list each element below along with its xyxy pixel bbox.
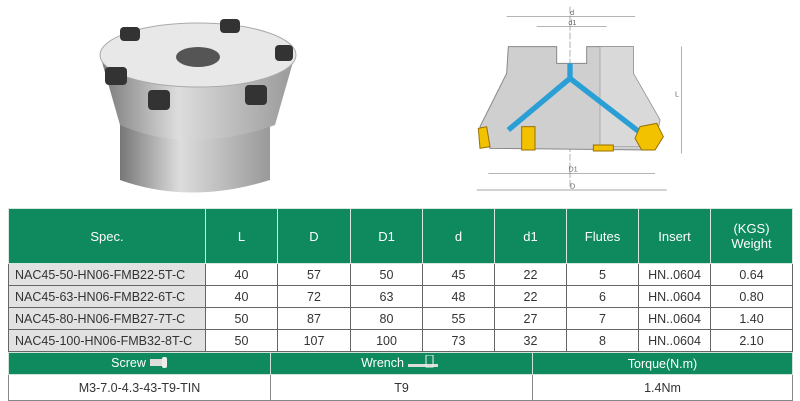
value-cell: 32 [494, 329, 567, 352]
wrench-icon [407, 354, 442, 372]
value-cell: HN..0604 [638, 285, 711, 308]
value-cell: 22 [494, 285, 567, 308]
header-flutes: Flutes [566, 208, 639, 264]
value-cell: 1.40 [710, 307, 793, 330]
header-d1-outer: D1 [350, 208, 423, 264]
value-cell: 100 [350, 329, 423, 352]
value-cell: 40 [205, 263, 278, 286]
value-cell: 57 [277, 263, 351, 286]
value-cell: HN..0604 [638, 329, 711, 352]
spec-table: Spec. L D D1 d d1 Flutes Insert (KGS)Wei… [8, 208, 793, 352]
value-cell: 7 [566, 307, 639, 330]
header-wrench: Wrench [270, 352, 533, 375]
header-l: L [205, 208, 278, 264]
label-d1: d1 [568, 18, 576, 27]
label-d1-lower: D1 [568, 165, 577, 174]
milling-cutter-photo [99, 19, 297, 193]
value-cell: HN..0604 [638, 307, 711, 330]
screw-value: M3-7.0-4.3-43-T9-TIN [8, 374, 271, 401]
screw-icon [149, 356, 168, 371]
header-d-bore: d [422, 208, 495, 264]
header-spec: Spec. [8, 208, 206, 264]
value-cell: 50 [350, 263, 423, 286]
label-d: d [570, 8, 574, 17]
value-cell: HN..0604 [638, 263, 711, 286]
accessory-table: Screw Wrench Torque(N.m) M3-7.0-4.3-43-T… [8, 352, 793, 401]
value-cell: 5 [566, 263, 639, 286]
spec-cell: NAC45-63-HN06-FMB22-6T-C [8, 285, 206, 308]
value-cell: 48 [422, 285, 495, 308]
header-insert: Insert [638, 208, 711, 264]
header-screw: Screw [8, 352, 271, 375]
value-cell: 40 [205, 285, 278, 308]
header-d-outer: D [277, 208, 351, 264]
value-cell: 55 [422, 307, 495, 330]
label-D: D [570, 181, 575, 190]
value-cell: 73 [422, 329, 495, 352]
wrench-value: T9 [270, 374, 533, 401]
value-cell: 63 [350, 285, 423, 308]
header-d1-bore: d1 [494, 208, 567, 264]
spec-cell: NAC45-80-HN06-FMB27-7T-C [8, 307, 206, 330]
header-weight: (KGS)Weight [710, 208, 793, 264]
header-torque: Torque(N.m) [532, 352, 793, 375]
value-cell: 6 [566, 285, 639, 308]
value-cell: 107 [277, 329, 351, 352]
value-cell: 50 [205, 307, 278, 330]
value-cell: 45 [422, 263, 495, 286]
label-l: L [675, 90, 679, 99]
value-cell: 0.64 [710, 263, 793, 286]
torque-value: 1.4Nm [532, 374, 793, 401]
value-cell: 8 [566, 329, 639, 352]
value-cell: 72 [277, 285, 351, 308]
spec-cell: NAC45-100-HN06-FMB32-8T-C [8, 329, 206, 352]
value-cell: 27 [494, 307, 567, 330]
value-cell: 0.80 [710, 285, 793, 308]
value-cell: 80 [350, 307, 423, 330]
value-cell: 87 [277, 307, 351, 330]
value-cell: 50 [205, 329, 278, 352]
spec-cell: NAC45-50-HN06-FMB22-5T-C [8, 263, 206, 286]
value-cell: 2.10 [710, 329, 793, 352]
value-cell: 22 [494, 263, 567, 286]
technical-drawing: d d1 L D1 D [476, 6, 682, 191]
